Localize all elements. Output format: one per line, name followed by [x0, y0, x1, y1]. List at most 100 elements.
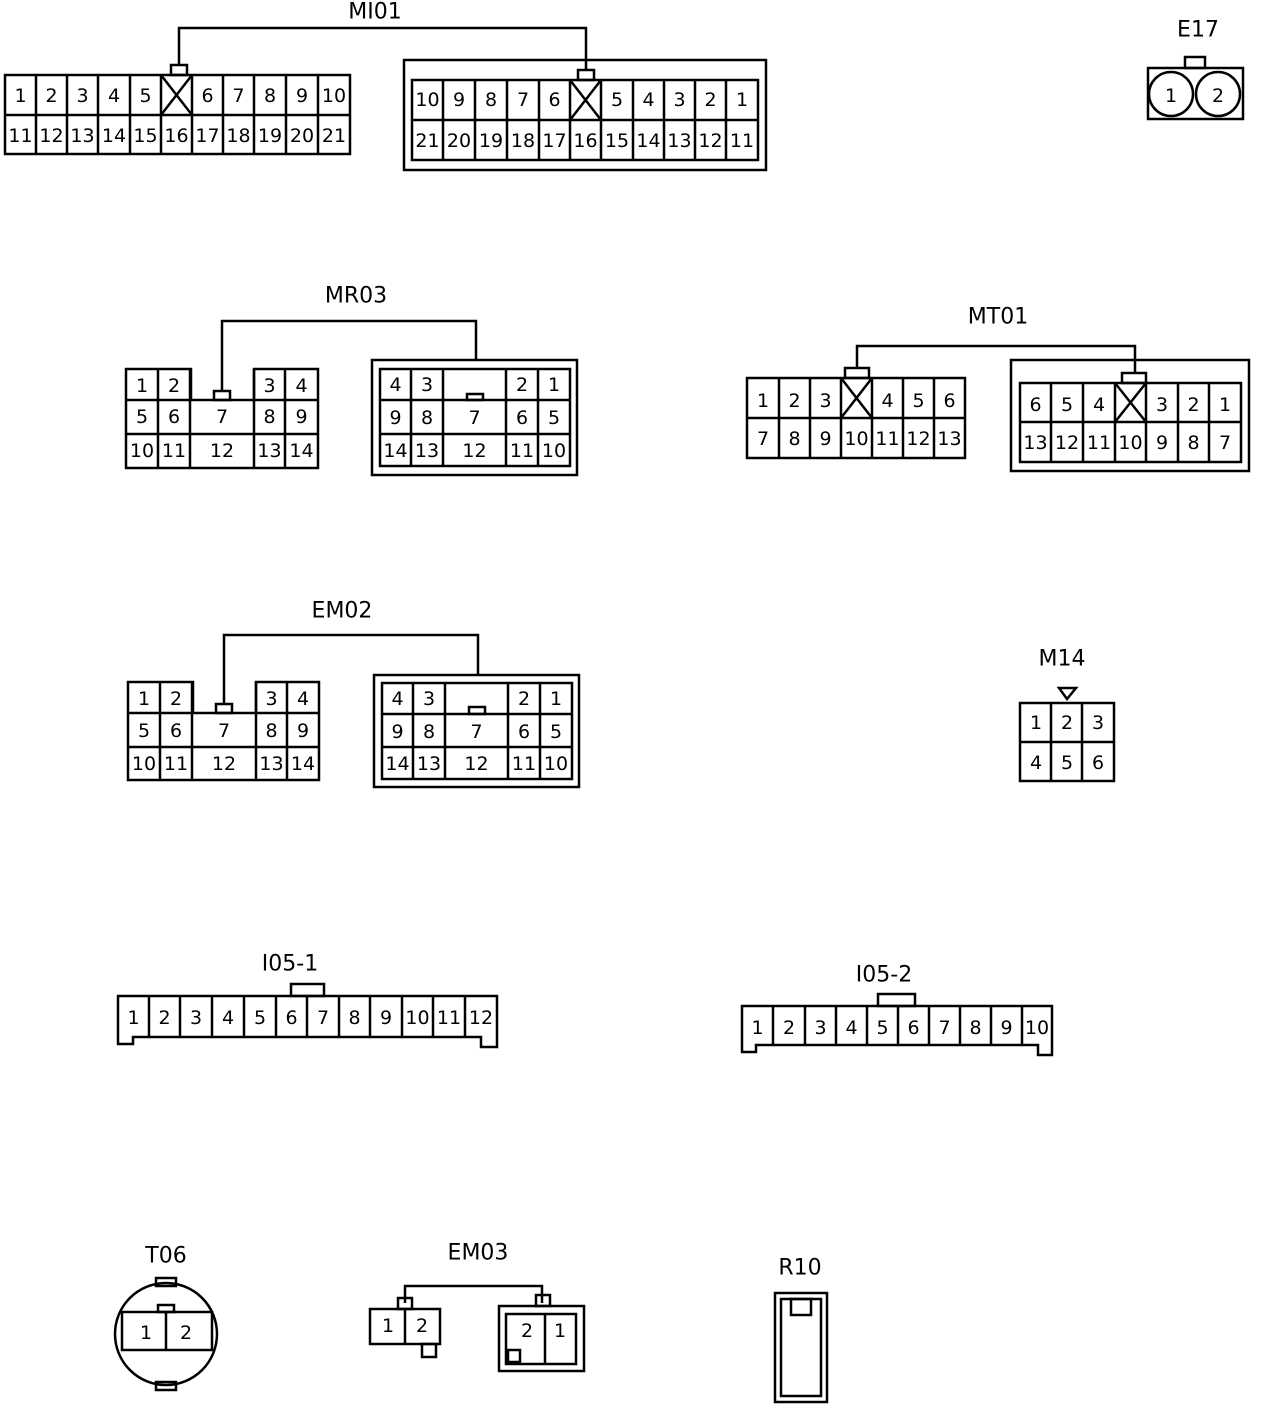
pin-label-mr03: 6 [168, 406, 180, 428]
pin-label-em03: 1 [382, 1315, 394, 1337]
pin-label-em02: 13 [417, 753, 441, 775]
pin-label-em02: 4 [391, 688, 403, 710]
pin-label-mr03: 3 [421, 374, 433, 396]
connector-i05-2 [740, 992, 1054, 1057]
connector-mr03 [124, 319, 579, 477]
pin-label-mr03: 11 [510, 440, 534, 462]
pin-label-mt01: 12 [1055, 432, 1079, 454]
pin-label-mr03: 12 [462, 440, 486, 462]
pin-label-mr03: 1 [548, 374, 560, 396]
pin-label-mt01: 11 [875, 428, 899, 450]
pin-label-i05-1: 5 [254, 1007, 266, 1029]
pin-label-em02: 4 [297, 688, 309, 710]
pin-label-em02: 3 [265, 688, 277, 710]
pin-label-mi01: 14 [636, 130, 660, 152]
pin-label-mt01: 10 [1118, 432, 1142, 454]
pin-label-mr03: 14 [383, 440, 407, 462]
pin-label-mi01: 14 [102, 125, 126, 147]
pin-label-mt01: 7 [1219, 432, 1231, 454]
pin-label-mr03: 3 [263, 375, 275, 397]
pin-label-mi01: 7 [517, 89, 529, 111]
pin-label-i05-1: 6 [285, 1007, 297, 1029]
connector-m14 [1018, 686, 1116, 783]
pin-label-mi01: 19 [479, 130, 503, 152]
pin-label-mt01: 3 [819, 390, 831, 412]
connector-label-mr03: MR03 [325, 284, 387, 309]
pin-label-i05-1: 7 [317, 1007, 329, 1029]
pin-label-em02: 2 [518, 688, 530, 710]
pin-label-mi01: 2 [45, 85, 57, 107]
pin-label-mr03: 14 [289, 440, 313, 462]
pin-label-i05-1: 10 [405, 1007, 429, 1029]
pin-label-m14: 3 [1092, 712, 1104, 734]
pin-label-m14: 6 [1092, 752, 1104, 774]
connector-label-e17: E17 [1177, 18, 1219, 43]
pin-label-em02: 13 [259, 753, 283, 775]
pin-label-i05-1: 9 [380, 1007, 392, 1029]
pin-label-t06: 2 [180, 1322, 192, 1344]
pin-label-mi01: 16 [573, 130, 597, 152]
pin-label-mr03: 9 [389, 407, 401, 429]
pin-label-mt01: 5 [912, 390, 924, 412]
connector-label-r10: R10 [778, 1256, 821, 1281]
pin-label-mi01: 8 [485, 89, 497, 111]
connector-label-mi01: MI01 [348, 0, 401, 25]
pin-label-em02: 5 [550, 721, 562, 743]
pin-label-mr03: 4 [389, 374, 401, 396]
pin-label-mt01: 8 [1187, 432, 1199, 454]
pin-label-em02: 8 [423, 721, 435, 743]
pin-label-mi01: 1 [14, 85, 26, 107]
pin-label-mi01: 12 [698, 130, 722, 152]
pin-label-i05-2: 8 [969, 1017, 981, 1039]
pin-label-mt01: 8 [788, 428, 800, 450]
pin-label-em02: 1 [138, 688, 150, 710]
pin-label-mi01: 18 [511, 130, 535, 152]
pin-label-i05-1: 1 [127, 1007, 139, 1029]
pin-label-i05-2: 4 [845, 1017, 857, 1039]
connector-i05-1 [116, 982, 499, 1049]
pin-label-mr03: 4 [295, 375, 307, 397]
pin-label-em02: 14 [385, 753, 409, 775]
connector-label-mt01: MT01 [968, 305, 1028, 330]
pin-label-mi01: 3 [76, 85, 88, 107]
pin-label-em03: 2 [416, 1315, 428, 1337]
pin-label-mt01: 13 [937, 428, 961, 450]
pin-label-mi01: 4 [642, 89, 654, 111]
pin-label-i05-2: 1 [751, 1017, 763, 1039]
pin-label-i05-1: 3 [190, 1007, 202, 1029]
pin-label-mr03: 8 [421, 407, 433, 429]
pin-label-mt01: 6 [1029, 394, 1041, 416]
pin-label-mr03: 5 [136, 406, 148, 428]
pin-label-mt01: 1 [1219, 394, 1231, 416]
pin-label-mr03: 11 [162, 440, 186, 462]
pin-label-mi01: 9 [453, 89, 465, 111]
pin-label-mi01: 12 [39, 125, 63, 147]
connector-em03 [368, 1284, 586, 1373]
pin-label-em02: 8 [265, 720, 277, 742]
connector-label-i05-1: I05-1 [262, 952, 318, 977]
pin-label-i05-2: 10 [1025, 1017, 1049, 1039]
pin-label-em02: 14 [291, 753, 315, 775]
pin-label-i05-2: 2 [783, 1017, 795, 1039]
pin-label-em02: 2 [170, 688, 182, 710]
pin-label-t06: 1 [140, 1322, 152, 1344]
pin-label-mi01: 13 [667, 130, 691, 152]
pin-label-m14: 1 [1030, 712, 1042, 734]
pin-label-i05-2: 9 [1000, 1017, 1012, 1039]
pin-label-mi01: 7 [232, 85, 244, 107]
pin-label-i05-2: 3 [814, 1017, 826, 1039]
pin-label-mr03: 7 [216, 406, 228, 428]
pin-label-mr03: 9 [295, 406, 307, 428]
pin-label-mi01: 2 [704, 89, 716, 111]
pin-label-mi01: 8 [264, 85, 276, 107]
pin-label-mi01: 10 [415, 89, 439, 111]
pin-label-mi01: 16 [164, 125, 188, 147]
pin-label-mt01: 13 [1023, 432, 1047, 454]
pin-label-mt01: 6 [943, 390, 955, 412]
pin-label-mr03: 13 [415, 440, 439, 462]
pin-label-i05-1: 11 [437, 1007, 461, 1029]
pin-label-i05-1: 8 [348, 1007, 360, 1029]
